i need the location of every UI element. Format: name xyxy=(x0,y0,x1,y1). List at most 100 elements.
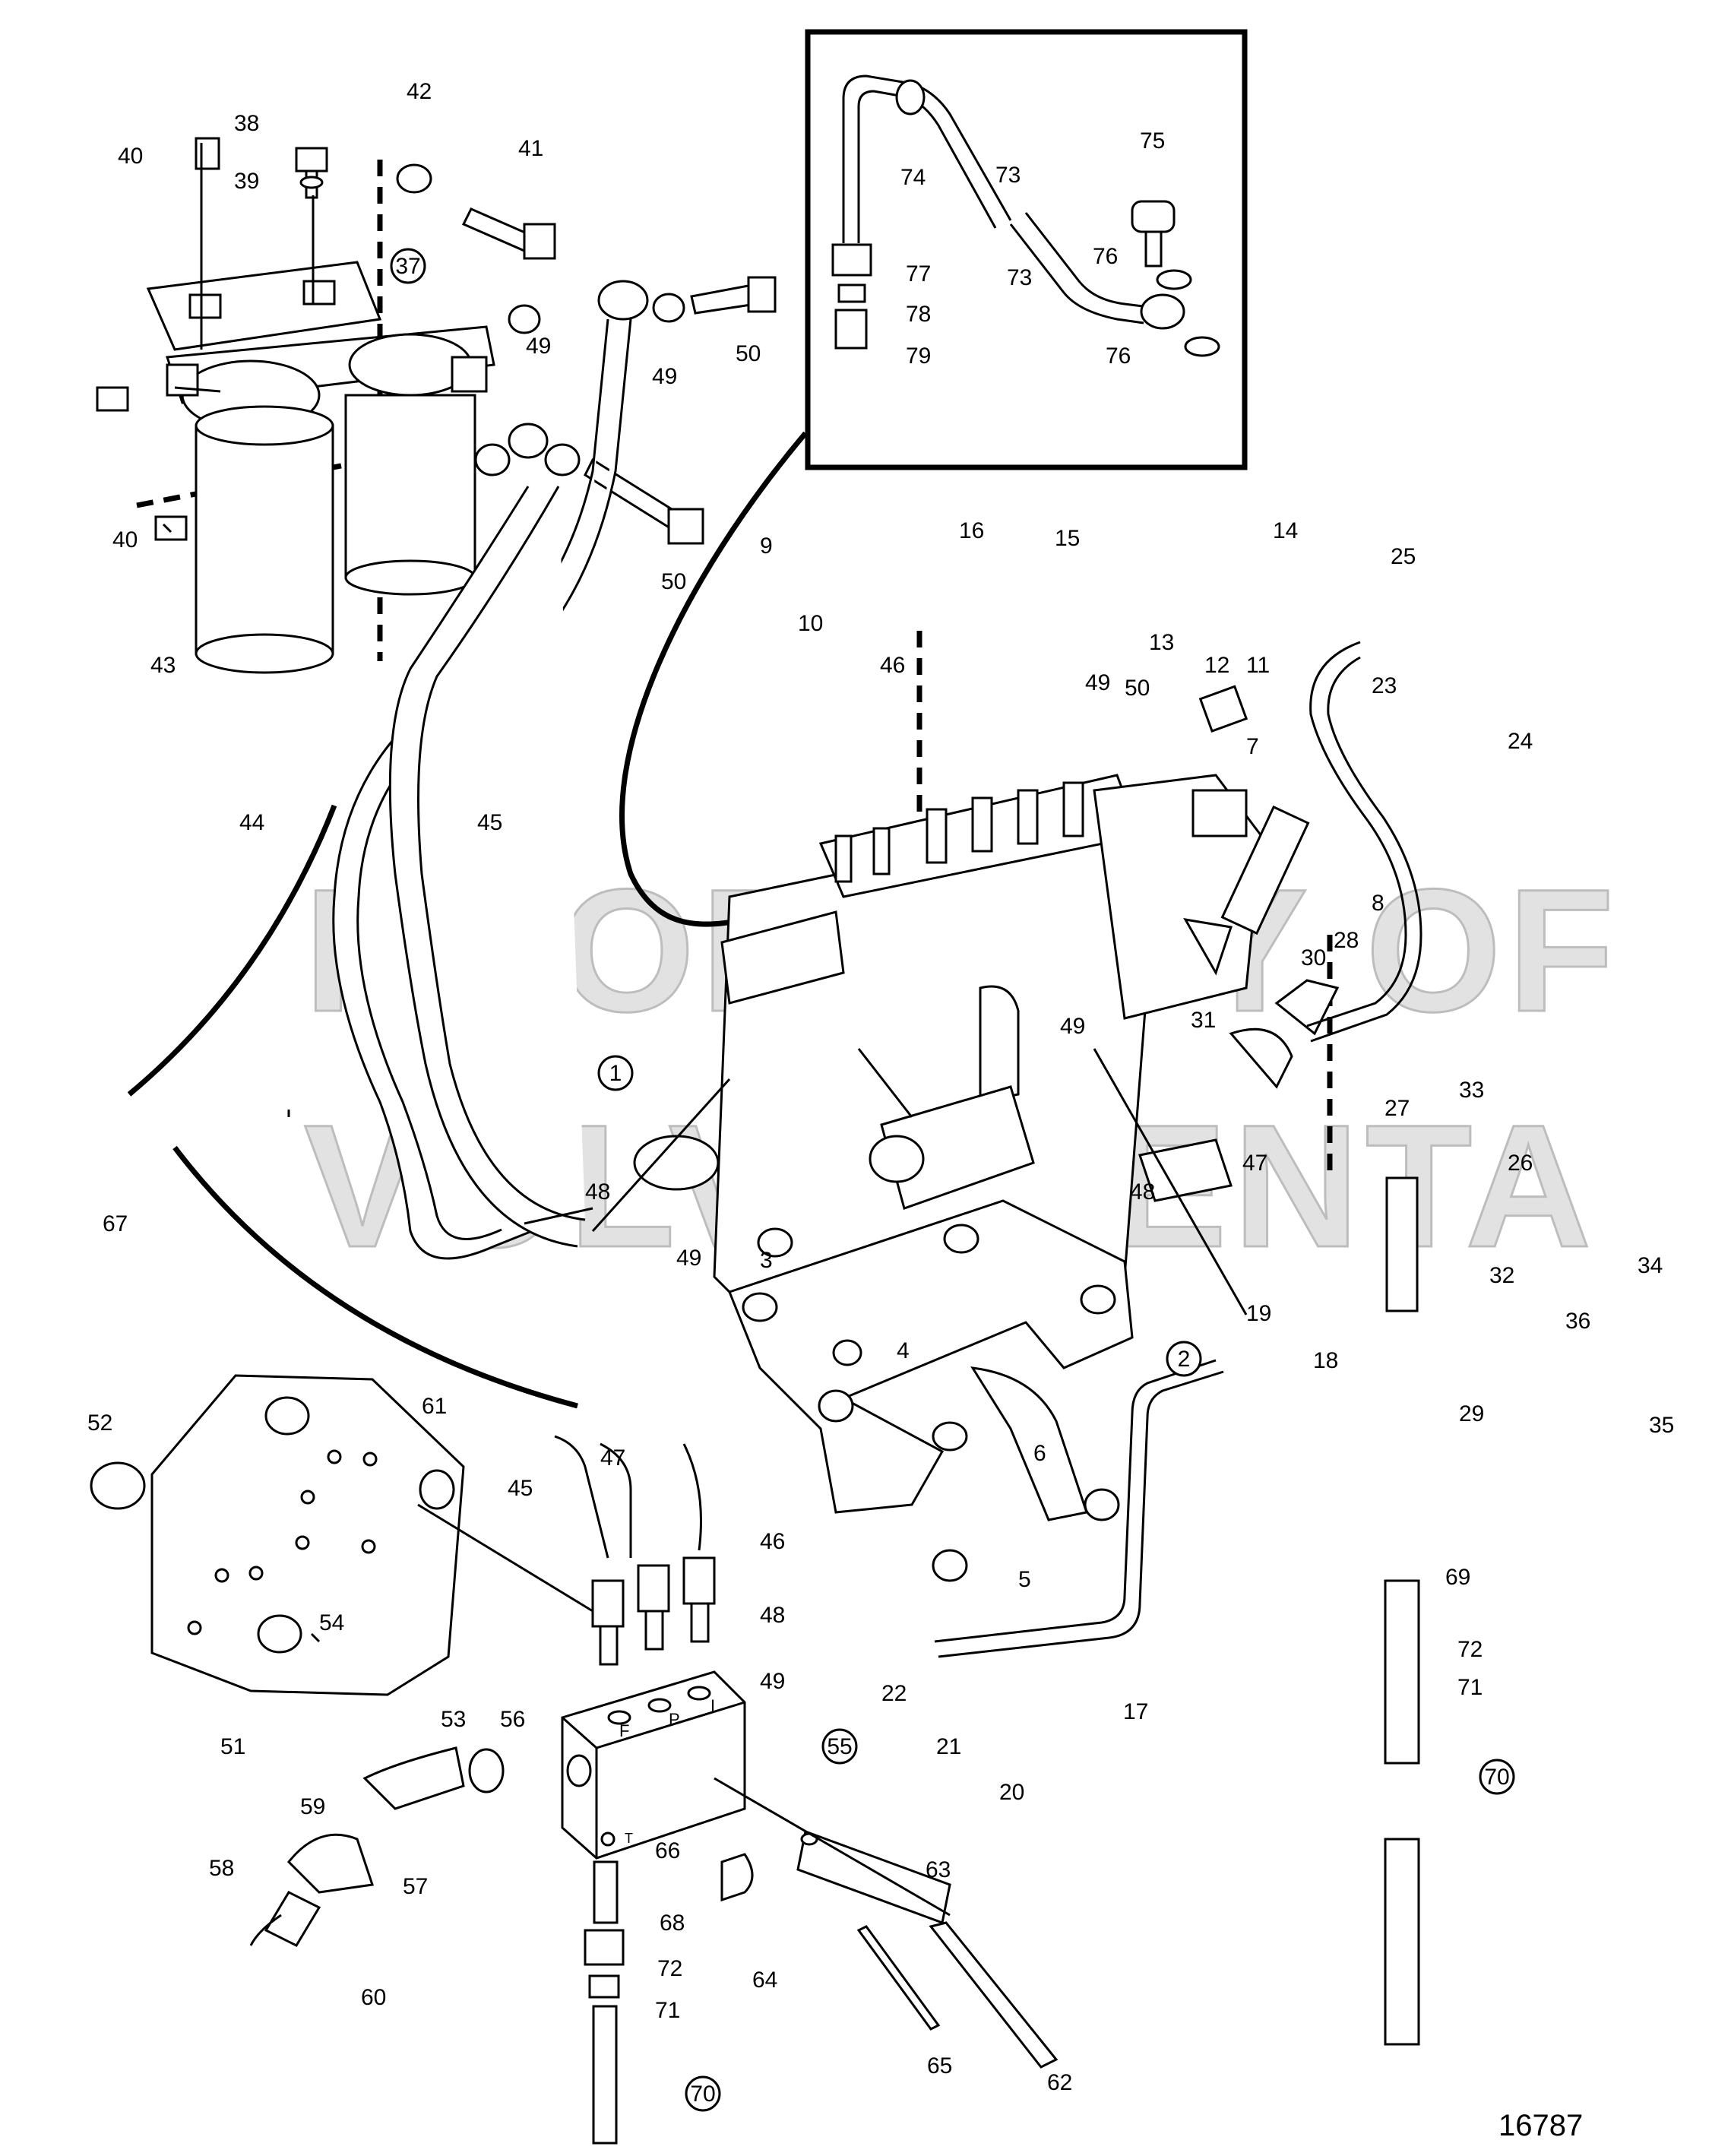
callout-47-lower: 47 xyxy=(600,1445,625,1471)
callout-58: 58 xyxy=(209,1856,234,1881)
callout-59: 59 xyxy=(300,1794,325,1819)
callout-2: 2 xyxy=(1166,1341,1202,1377)
callout-34: 34 xyxy=(1638,1253,1663,1278)
callout-51: 51 xyxy=(220,1734,245,1759)
block-mark-t: T xyxy=(625,1831,633,1846)
inset-leader-line xyxy=(619,431,808,927)
callout-72-left: 72 xyxy=(657,1956,682,1981)
part-callouts: 1 2 3 4 5 6 7 8 9 10 11 12 13 14 15 16 1… xyxy=(87,79,1674,2112)
callout-16: 16 xyxy=(959,518,984,543)
block-mark-f: F xyxy=(619,1721,629,1740)
callout-49-pump-mid: 49 xyxy=(1060,1014,1085,1039)
pump-bracket xyxy=(728,1199,1134,1582)
callout-76-upper: 76 xyxy=(1093,244,1118,269)
callout-4: 4 xyxy=(897,1338,910,1363)
callout-46-bottom: 46 xyxy=(760,1529,785,1554)
callout-70-left: 70 xyxy=(685,2075,721,2112)
callout-36: 36 xyxy=(1565,1309,1590,1334)
svg-text:2: 2 xyxy=(1178,1347,1191,1372)
callout-78: 78 xyxy=(906,302,931,327)
callout-71-right: 71 xyxy=(1457,1675,1483,1700)
callout-6: 6 xyxy=(1033,1441,1046,1466)
callout-65: 65 xyxy=(927,2053,952,2078)
callout-77: 77 xyxy=(906,261,931,287)
callout-18: 18 xyxy=(1313,1348,1338,1373)
manifold-block: F P I T xyxy=(249,1556,1059,2145)
callout-7: 7 xyxy=(1246,734,1259,759)
callout-11: 11 xyxy=(1246,653,1270,678)
callout-42: 42 xyxy=(407,79,432,104)
document-number: 16787 xyxy=(1498,2109,1583,2142)
fuel-filter-assembly xyxy=(96,137,777,674)
svg-text:70: 70 xyxy=(690,2082,715,2107)
callout-48-lower: 48 xyxy=(760,1603,785,1628)
svg-text:55: 55 xyxy=(827,1734,852,1759)
callout-67: 67 xyxy=(103,1211,128,1236)
callout-49-left: 49 xyxy=(676,1246,701,1271)
callout-13: 13 xyxy=(1149,630,1174,655)
callout-73-left: 73 xyxy=(995,163,1021,188)
callout-61: 61 xyxy=(422,1394,447,1419)
callout-52: 52 xyxy=(87,1410,112,1436)
callout-25: 25 xyxy=(1391,544,1416,569)
callout-79: 79 xyxy=(906,344,931,369)
svg-text:37: 37 xyxy=(395,254,420,279)
callout-19: 19 xyxy=(1246,1301,1271,1326)
callout-68: 68 xyxy=(660,1911,685,1936)
callout-69: 69 xyxy=(1445,1565,1470,1590)
callout-54: 54 xyxy=(319,1610,344,1635)
callout-74: 74 xyxy=(900,165,926,190)
callout-50-pump: 50 xyxy=(1125,676,1150,701)
callout-73-right: 73 xyxy=(1007,265,1032,290)
callout-57: 57 xyxy=(403,1874,428,1899)
callout-20: 20 xyxy=(999,1780,1024,1805)
callout-45-top: 45 xyxy=(477,810,502,835)
callout-30: 30 xyxy=(1301,945,1326,970)
callout-31: 31 xyxy=(1191,1008,1216,1033)
callout-70-right: 70 xyxy=(1479,1759,1515,1795)
callout-44: 44 xyxy=(239,810,264,835)
callout-64: 64 xyxy=(752,1968,777,1993)
callout-71-left: 71 xyxy=(655,1998,680,2023)
callout-63: 63 xyxy=(926,1857,951,1882)
callout-9: 9 xyxy=(760,533,773,559)
callout-22: 22 xyxy=(881,1681,907,1706)
callout-29: 29 xyxy=(1459,1401,1484,1426)
callout-17: 17 xyxy=(1123,1699,1148,1724)
block-mark-p: P xyxy=(669,1710,680,1729)
callout-21: 21 xyxy=(936,1734,961,1759)
callout-75: 75 xyxy=(1140,128,1165,154)
callout-33: 33 xyxy=(1459,1078,1484,1103)
callout-5: 5 xyxy=(1018,1567,1031,1592)
callout-60: 60 xyxy=(361,1985,386,2010)
callout-49-filter-a: 49 xyxy=(652,364,677,389)
callout-49-filter-b: 49 xyxy=(526,334,551,359)
callout-49-pump-top: 49 xyxy=(1085,670,1110,695)
callout-12: 12 xyxy=(1204,653,1229,678)
callout-48-left: 48 xyxy=(585,1179,610,1205)
callout-1: 1 xyxy=(597,1055,634,1091)
callout-26: 26 xyxy=(1508,1151,1533,1176)
callout-46-top: 46 xyxy=(880,653,905,678)
callout-35: 35 xyxy=(1649,1413,1674,1438)
callout-32: 32 xyxy=(1489,1263,1514,1288)
callout-48-center: 48 xyxy=(1130,1179,1155,1205)
callout-40-top: 40 xyxy=(118,144,143,169)
callout-62: 62 xyxy=(1047,2070,1072,2095)
fuel-hoses xyxy=(332,318,702,1559)
callout-47-pump: 47 xyxy=(1242,1151,1267,1176)
callout-49-lower: 49 xyxy=(760,1669,785,1694)
callout-27: 27 xyxy=(1384,1096,1410,1121)
callout-24: 24 xyxy=(1508,729,1533,754)
callout-45-bottom: 45 xyxy=(508,1476,533,1501)
fuel-pipes xyxy=(934,641,1422,2046)
callout-66: 66 xyxy=(655,1838,680,1863)
svg-text:1: 1 xyxy=(609,1061,622,1086)
block-mark-i: I xyxy=(710,1696,715,1715)
leader-lines xyxy=(162,143,1248,1917)
callout-14: 14 xyxy=(1273,518,1298,543)
callout-39: 39 xyxy=(234,169,259,194)
callout-28: 28 xyxy=(1334,928,1359,953)
callout-23: 23 xyxy=(1372,673,1397,698)
